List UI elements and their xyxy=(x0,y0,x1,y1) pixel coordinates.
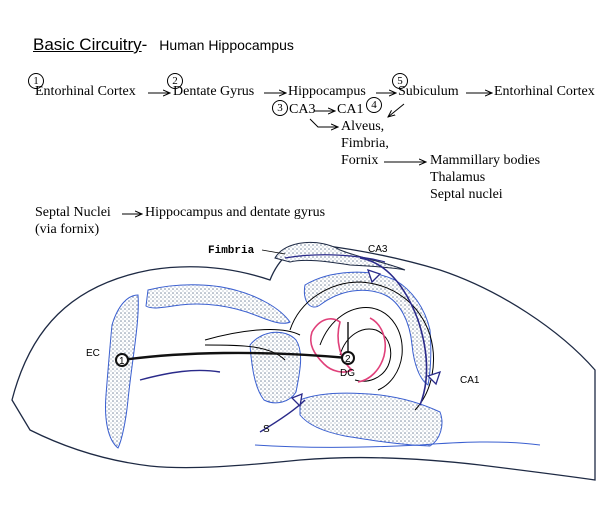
upper-band xyxy=(145,284,291,324)
lower-blue-contour xyxy=(254,441,541,448)
label-dg: DG xyxy=(340,368,355,379)
node-1-label: 1 xyxy=(119,356,125,367)
flow-subiculum: Subiculum xyxy=(398,84,459,99)
node-1 xyxy=(115,353,129,367)
dg-granule-layer-2 xyxy=(357,317,386,383)
marker-2: 2 xyxy=(167,73,183,89)
alveus-fiber xyxy=(284,254,386,263)
arrow-ca3-to-alveus xyxy=(309,118,338,127)
lower-band xyxy=(299,392,443,447)
ca1-marker xyxy=(426,370,442,386)
label-ca1: CA1 xyxy=(460,375,480,386)
label-s: S xyxy=(263,424,270,435)
outer-contour xyxy=(11,243,596,481)
flow-entorhinal-cortex-return: Entorhinal Cortex xyxy=(494,84,595,99)
temporal-horn-2 xyxy=(204,344,286,361)
dg-outline xyxy=(339,328,392,382)
node-2 xyxy=(341,351,355,365)
marker-4: 4 xyxy=(366,97,382,113)
ca3-fiber-tract xyxy=(359,257,428,406)
perforant-path xyxy=(121,351,349,362)
title-main: Basic Circuitry xyxy=(33,35,142,54)
septal-via: (via fornix) xyxy=(35,222,100,237)
node-2-label: 2 xyxy=(345,354,351,365)
hippocampus-inner-outline xyxy=(319,307,403,391)
ca3-marker xyxy=(366,268,382,284)
flow-fimbria: Fimbria, xyxy=(341,136,389,151)
left-inner-band xyxy=(249,331,302,404)
subiculum-fiber xyxy=(259,399,306,433)
marker-3: 3 xyxy=(272,100,288,116)
flow-thalamus: Thalamus xyxy=(430,170,486,185)
flow-alveus: Alveus, xyxy=(341,119,385,134)
subiculum-marker xyxy=(290,392,303,408)
label-fimbria: Fimbria xyxy=(208,245,255,257)
marker-5: 5 xyxy=(392,73,408,89)
flow-hippocampus: Hippocampus xyxy=(288,84,366,99)
page-title: Basic Circuitry-Human Hippocampus xyxy=(33,35,294,55)
perforant-path-lower xyxy=(139,369,221,381)
temporal-horn xyxy=(204,329,301,341)
flow-ca1: CA1 xyxy=(337,102,364,117)
flow-ca3: CA3 xyxy=(289,102,316,117)
title-subtitle: Human Hippocampus xyxy=(159,37,294,53)
fimbria-structure xyxy=(274,241,406,271)
marker-1: 1 xyxy=(28,73,44,89)
arrow-ca1-to-subiculum xyxy=(388,103,405,117)
label-ca3: CA3 xyxy=(368,244,388,255)
flow-dentate-gyrus: Dentate Gyrus xyxy=(173,84,255,99)
flow-mammillary-bodies: Mammillary bodies xyxy=(430,153,541,168)
flow-fornix: Fornix xyxy=(341,153,379,168)
label-ec: EC xyxy=(86,348,100,359)
ec-band xyxy=(105,294,139,449)
flow-septal-nuclei: Septal nuclei xyxy=(430,187,503,202)
title-dash: - xyxy=(141,35,148,54)
septal-source: Septal Nuclei xyxy=(35,205,111,220)
flow-entorhinal-cortex: Entorhinal Cortex xyxy=(35,84,136,99)
septal-target: Hippocampus and dentate gyrus xyxy=(145,205,326,220)
